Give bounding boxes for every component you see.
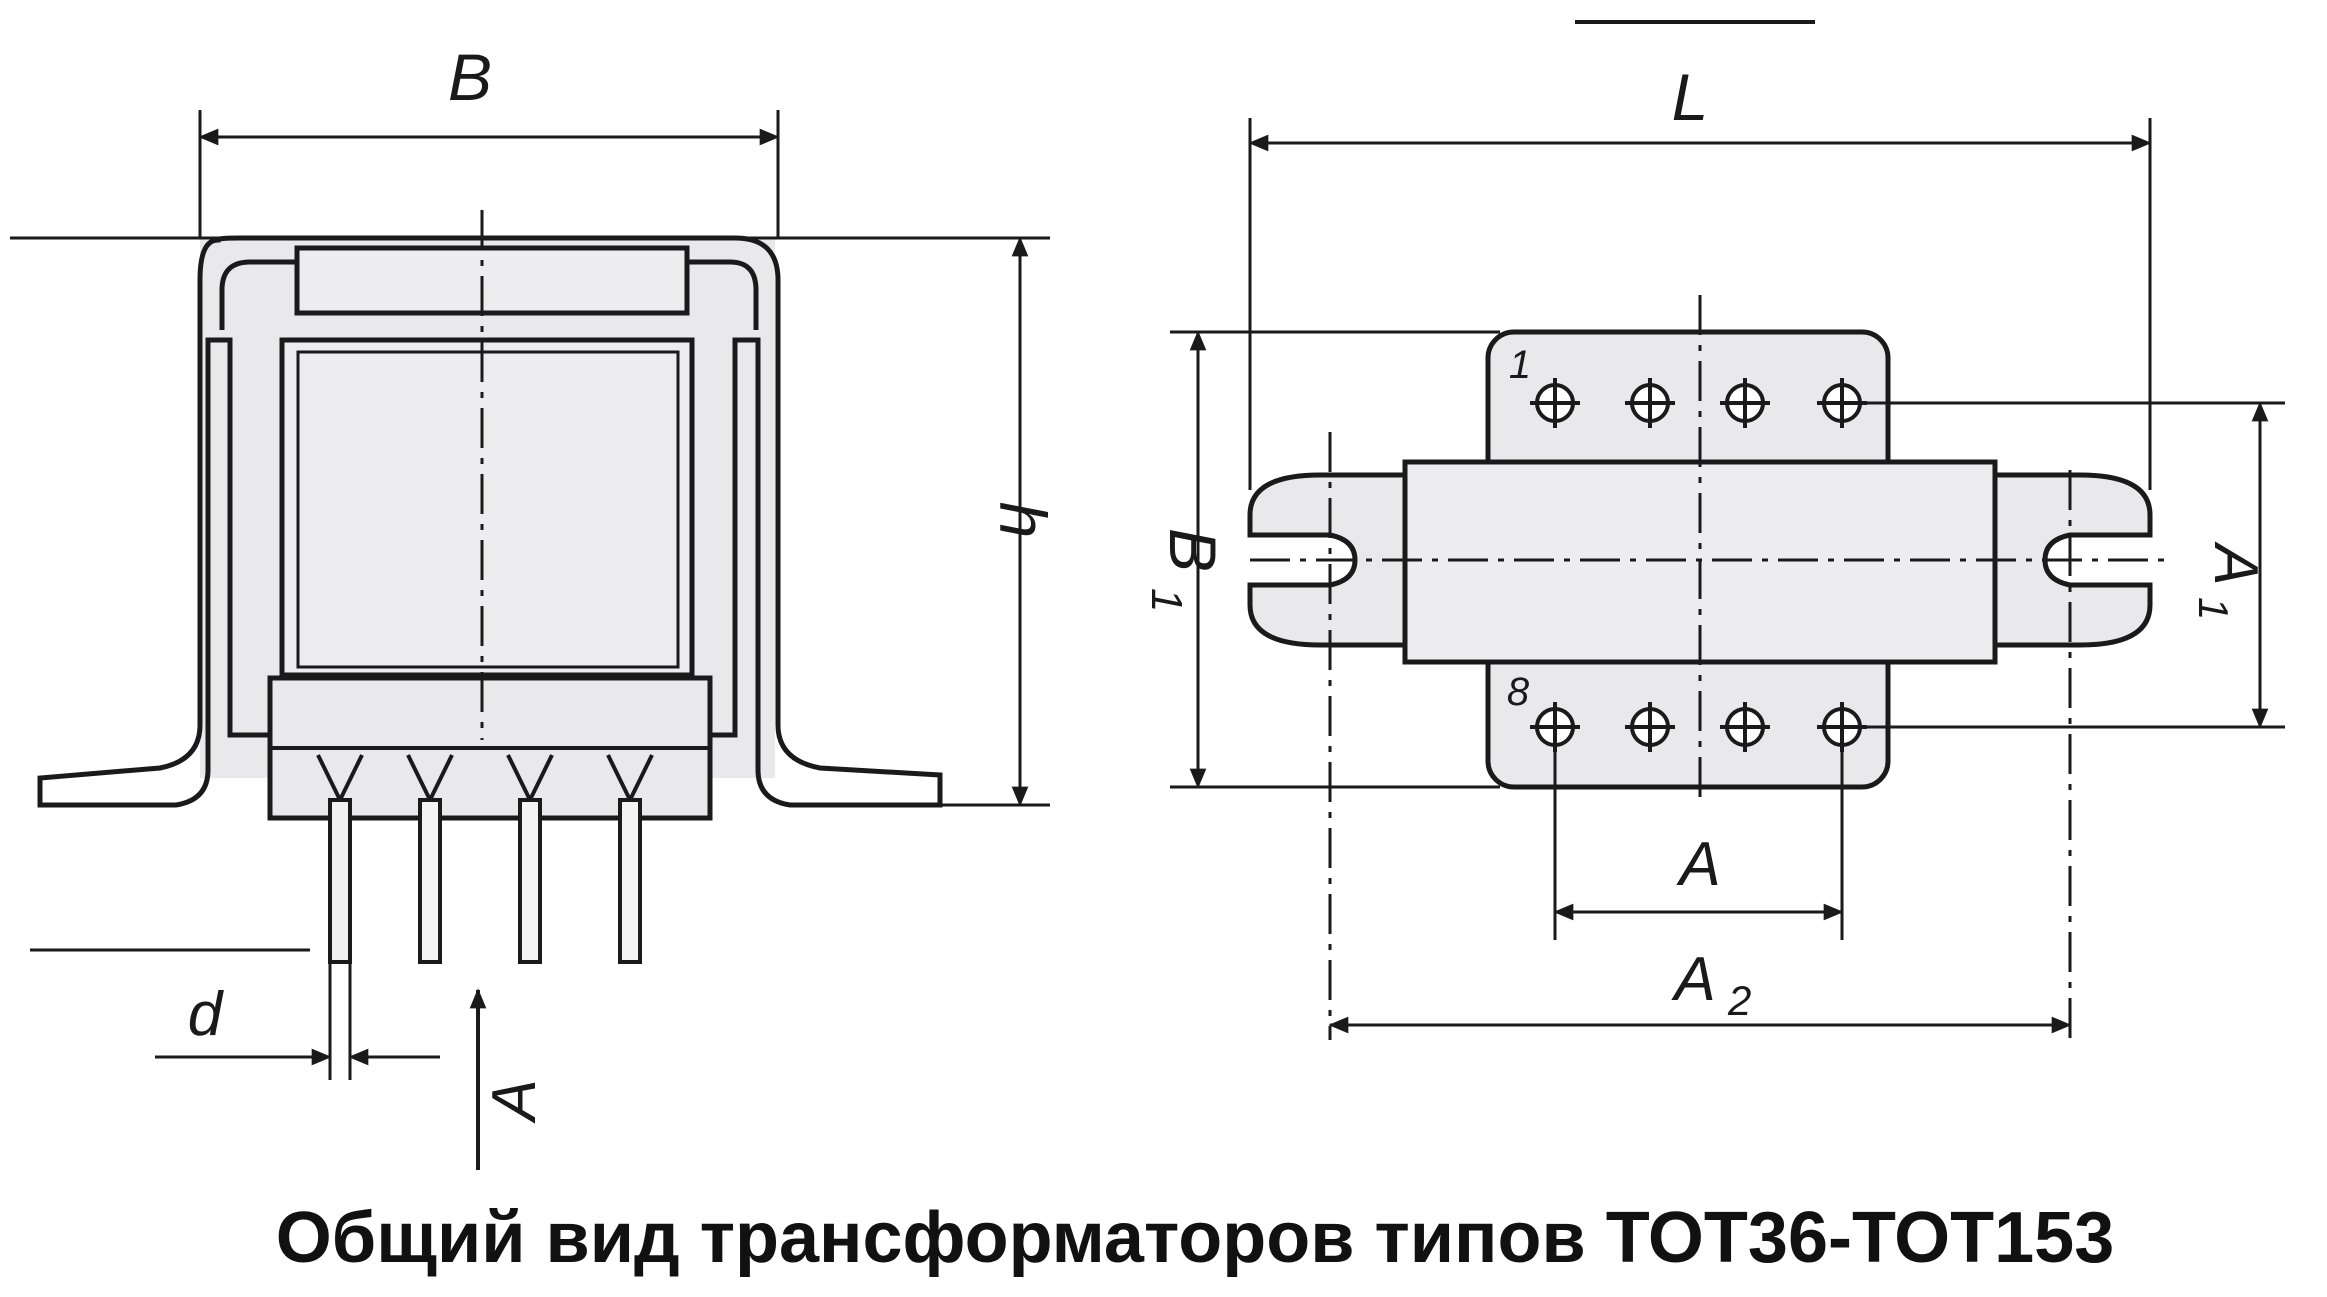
- mounting-bracket: [37, 235, 943, 808]
- label-L: L: [1672, 60, 1709, 134]
- bottom-pin-row: [1530, 702, 1867, 752]
- label-A1-main: A: [2201, 540, 2270, 585]
- pin-hole: [1625, 378, 1675, 428]
- dim-h: [10, 236, 1050, 807]
- label-B: B: [448, 40, 492, 114]
- pin-hole: [1530, 702, 1580, 752]
- pin-hole: [1817, 702, 1867, 752]
- label-A1: A 1: [2190, 540, 2270, 620]
- label-B1: B 1: [1142, 528, 1230, 613]
- pin-number-first: 1: [1509, 343, 1531, 387]
- bracket-inner-left: [219, 259, 297, 330]
- coil-window: [279, 337, 695, 678]
- coil-inner: [296, 350, 680, 669]
- label-A: A: [1675, 830, 1720, 899]
- label-A2-sub: 2: [1727, 977, 1751, 1024]
- label-A1-sub: 1: [2190, 597, 2237, 620]
- dim-L: [1248, 118, 2152, 490]
- label-view-A: A: [480, 1079, 549, 1124]
- pin-hole: [1720, 702, 1770, 752]
- dim-A: [1553, 752, 1844, 940]
- label-d: d: [188, 980, 225, 1049]
- pin: [606, 754, 654, 964]
- dim-A1: [1867, 401, 2285, 729]
- pin-hole: [1720, 378, 1770, 428]
- pin-hole: [1817, 378, 1867, 428]
- label-A2-main: A: [1670, 945, 1715, 1014]
- pin: [406, 754, 454, 964]
- pin-hole: [1530, 378, 1580, 428]
- bracket-inner-right: [687, 259, 759, 330]
- label-h: h: [986, 502, 1060, 539]
- pin: [506, 754, 554, 964]
- label-B1-sub: 1: [1142, 588, 1191, 612]
- label-B1-main: B: [1156, 528, 1230, 572]
- top-view: [1247, 329, 2153, 790]
- dim-d: [30, 948, 440, 1080]
- pin: [316, 754, 364, 964]
- front-view: [37, 235, 943, 821]
- dim-B1: [1170, 330, 1500, 789]
- label-A2: A 2: [1670, 945, 1751, 1024]
- pin-number-last: 8: [1507, 670, 1530, 714]
- top-pin-row: [1530, 378, 1867, 428]
- top-clamp: [294, 245, 690, 316]
- figure-caption: Общий вид трансформаторов типов ТОТ36-ТО…: [276, 1198, 2115, 1278]
- pin-hole: [1625, 702, 1675, 752]
- front-pins: [316, 754, 654, 964]
- dim-B: [198, 110, 780, 238]
